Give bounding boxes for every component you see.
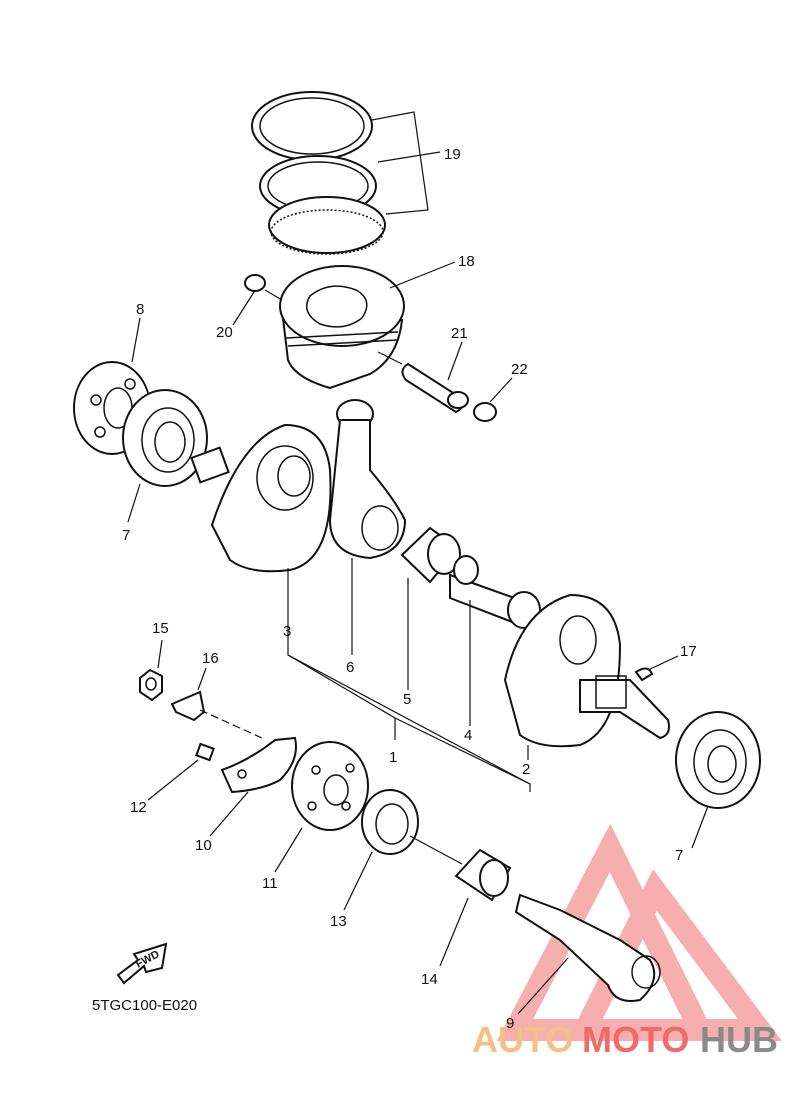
balancer-drive-gear <box>274 741 369 873</box>
callout-8: 8 <box>136 301 144 318</box>
callout-18: 18 <box>458 253 475 270</box>
fwd-arrow-icon: FWD <box>116 942 168 985</box>
callout-4: 4 <box>464 727 472 744</box>
balancer-shaft <box>514 893 661 1015</box>
balancer-bearing <box>343 789 463 911</box>
watermark-hub: HUB <box>700 1019 778 1060</box>
callout-21: 21 <box>451 325 468 342</box>
crank-right <box>503 593 670 760</box>
callout-9: 9 <box>506 1015 514 1032</box>
callout-14: 14 <box>421 971 438 988</box>
callout-7-left: 7 <box>122 527 130 544</box>
callout-6: 6 <box>346 659 354 676</box>
callout-1: 1 <box>389 749 397 766</box>
watermark-logo <box>496 823 782 1041</box>
assembly-bracket <box>287 654 531 785</box>
callout-5: 5 <box>403 691 411 708</box>
piston <box>279 261 456 390</box>
bolt <box>147 742 215 801</box>
watermark-text: AUTO MOTO HUB <box>472 1019 778 1060</box>
main-bearing-left <box>122 389 208 523</box>
woodruff-key <box>634 655 679 682</box>
callout-7-right: 7 <box>675 847 683 864</box>
callout-17: 17 <box>680 643 697 660</box>
callout-3: 3 <box>283 623 291 640</box>
diagram-code: 5TGC100-E020 <box>92 997 197 1014</box>
connecting-rod <box>328 399 407 655</box>
watermark-auto: AUTO <box>472 1019 573 1060</box>
main-bearing-right <box>675 711 761 849</box>
balancer-weight <box>209 736 297 837</box>
watermark-moto: MOTO <box>582 1019 689 1060</box>
lock-washer <box>170 667 263 739</box>
callout-11: 11 <box>262 875 278 892</box>
callout-labels: 19 18 20 21 22 8 7 7 3 6 5 4 1 2 17 15 1… <box>122 146 697 1032</box>
balancer-bushing <box>439 848 512 967</box>
nut <box>139 639 163 702</box>
crank-left <box>190 423 531 792</box>
crank-pin <box>449 555 541 726</box>
circlips <box>232 274 513 422</box>
callout-10: 10 <box>195 837 212 854</box>
callout-22: 22 <box>511 361 528 378</box>
callout-16: 16 <box>202 650 219 667</box>
callout-2: 2 <box>522 761 530 778</box>
callout-12: 12 <box>130 799 147 816</box>
piston-pin <box>377 341 469 414</box>
callout-15: 15 <box>152 620 169 637</box>
callout-19: 19 <box>444 146 461 163</box>
callout-20: 20 <box>216 324 233 341</box>
callout-13: 13 <box>330 913 347 930</box>
needle-bearing <box>400 526 461 690</box>
piston-rings <box>251 91 441 255</box>
